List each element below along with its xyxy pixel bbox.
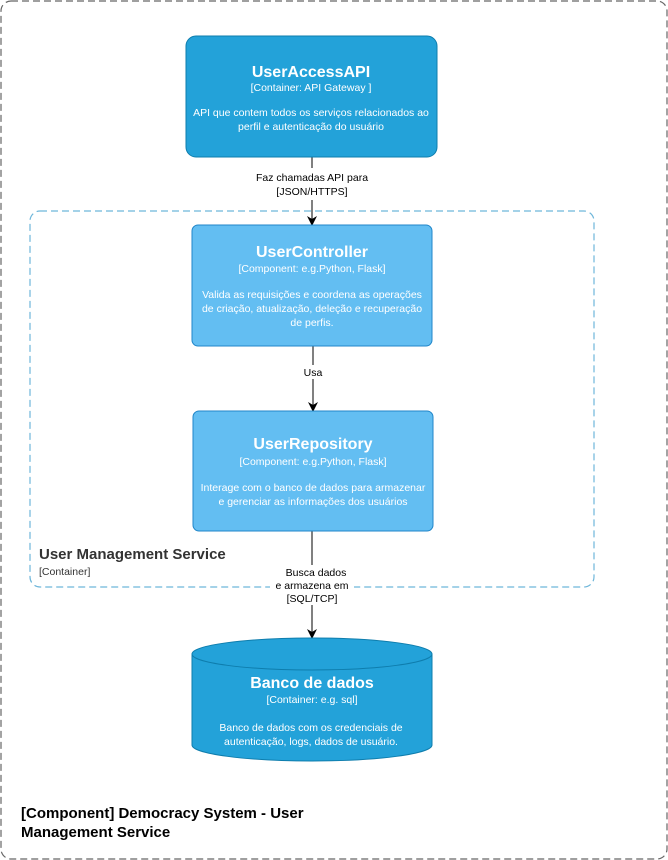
system-title-line1: [Component] Democracy System - User (21, 805, 304, 822)
node-title: UserController (256, 244, 368, 261)
node-user-repository[interactable]: UserRepository [Component: e.g.Python, F… (192, 410, 434, 532)
node-type: [Component: e.g.Python, Flask] (238, 263, 385, 275)
edge-label-bg (298, 365, 328, 379)
node-desc-line2: autenticação, logs, dados de usuário. (224, 736, 398, 748)
boundary-type: [Container] (39, 566, 90, 578)
edge-label-bg (246, 168, 378, 200)
node-desc-line3: de perfis. (290, 317, 333, 329)
node-type: [Container: e.g. sql] (266, 694, 357, 706)
node-type: [Container: API Gateway ] (251, 82, 372, 94)
edge-label-controller-repository: Usa (304, 367, 323, 379)
node-title: UserRepository (253, 436, 372, 453)
node-title: UserAccessAPI (252, 64, 370, 81)
edge-label-api-controller-line1: Faz chamadas API para (256, 172, 368, 184)
node-desc-line1: Valida as requisições e coordena as oper… (202, 289, 422, 301)
edge-label-bg (270, 565, 354, 605)
boundary-title: User Management Service (39, 546, 226, 563)
node-desc-line1: Interage com o banco de dados para armaz… (201, 482, 426, 494)
edge-label-repository-database-line3: [SQL/TCP] (287, 593, 338, 605)
edge-label-api-controller-line2: [JSON/HTTPS] (276, 186, 347, 198)
edge-label-repository-database-line1: Busca dados (286, 567, 347, 579)
edge-label-repository-database-line2: e armazena em (276, 580, 349, 592)
node-user-access-api[interactable]: UserAccessAPI [Container: API Gateway ] … (185, 35, 438, 158)
node-database[interactable]: Banco de dados [Container: e.g. sql] Ban… (191, 637, 433, 762)
node-desc-line2: e gerenciar as informações dos usuários (218, 496, 407, 508)
node-type: [Component: e.g.Python, Flask] (239, 456, 386, 468)
node-title: Banco de dados (250, 675, 374, 692)
node-desc-line2: de criação, atualização, deleção e recup… (202, 303, 422, 315)
node-user-controller[interactable]: UserController [Component: e.g.Python, F… (191, 224, 433, 347)
node-desc-line1: Banco de dados com os credenciais de (219, 722, 402, 734)
system-title-line2: Management Service (21, 824, 170, 841)
node-desc-line1: API que contem todos os serviços relacio… (193, 107, 429, 119)
node-desc-line2: perfil e autenticação do usuário (238, 121, 384, 133)
